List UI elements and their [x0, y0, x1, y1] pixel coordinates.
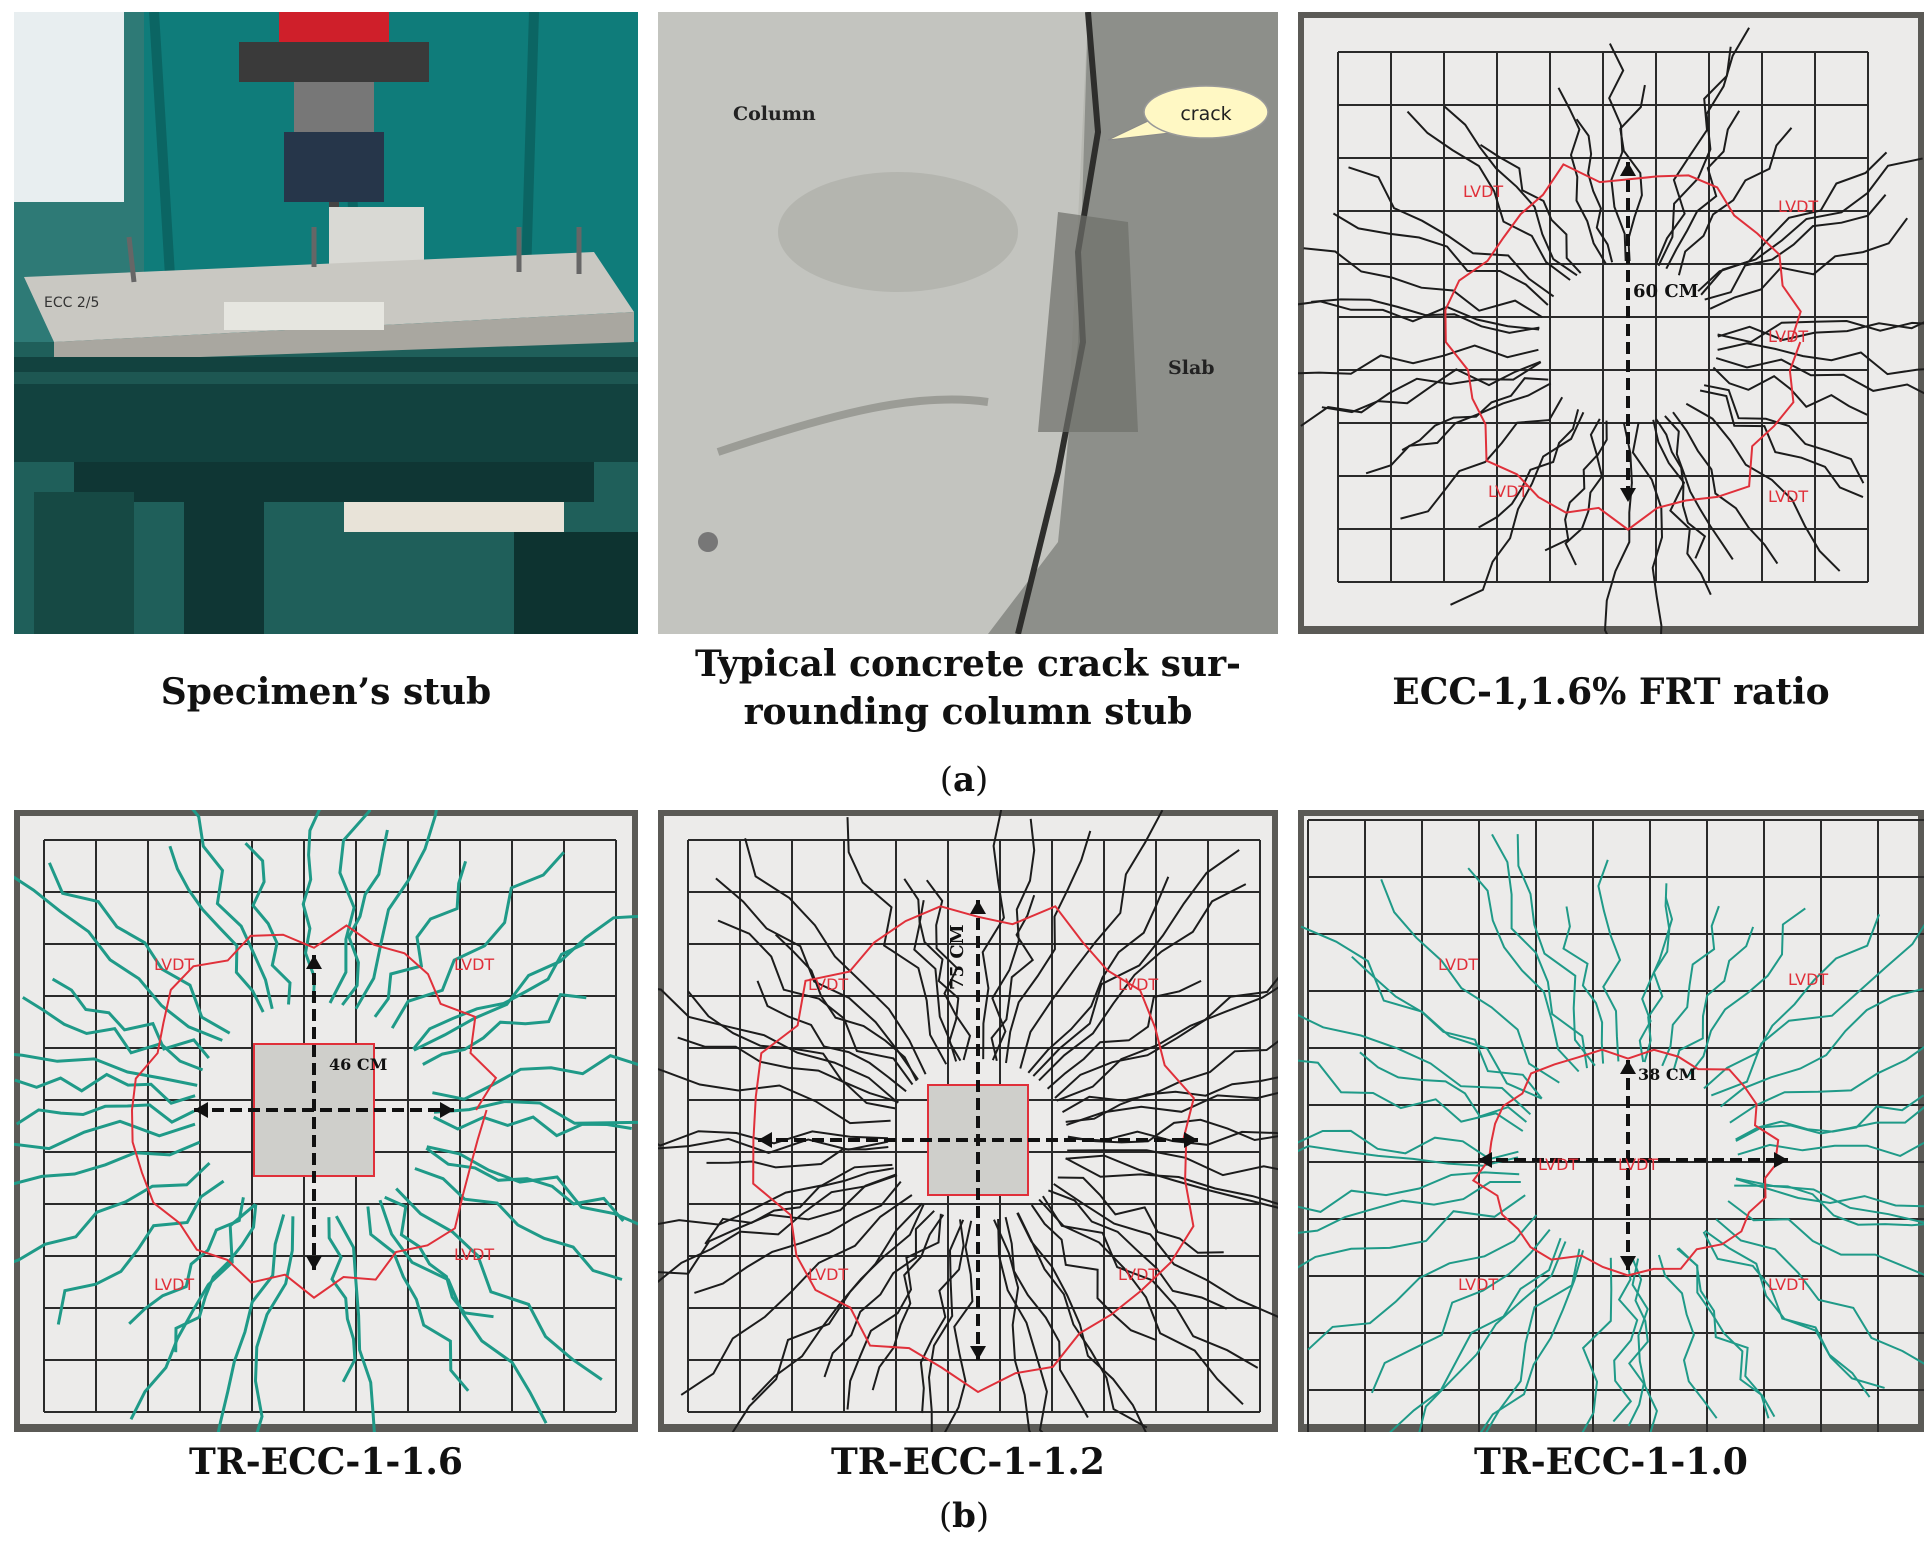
- lvdt-marker: LVDT: [1788, 970, 1828, 989]
- photo-ecc-crack-map: 60 CM LVDT LVDT LVDT LVDT LVDT: [1298, 12, 1924, 634]
- lvdt-marker: LVDT: [1768, 1275, 1808, 1294]
- column-label: Column: [733, 103, 816, 125]
- photo-tr-ecc-1-1-2: 75 CM LVDT LVDT LVDT LVDT: [658, 810, 1278, 1432]
- dimension-label: 46 CM: [329, 1055, 387, 1074]
- photo-concrete-crack: Column Slab crack: [658, 12, 1278, 634]
- slab-label: Slab: [1168, 357, 1215, 379]
- lvdt-marker: LVDT: [1463, 182, 1503, 201]
- caption-specimen-stub: Specimen’s stub: [160, 671, 492, 713]
- lvdt-marker: LVDT: [454, 1245, 494, 1264]
- dimension-label: 75 CM: [947, 924, 968, 990]
- lvdt-marker: LVDT: [454, 955, 494, 974]
- lvdt-marker: LVDT: [1458, 1275, 1498, 1294]
- lvdt-marker: LVDT: [808, 1265, 848, 1284]
- photo-tr-ecc-1-1-6: 46 CM LVDT LVDT LVDT LVDT: [14, 810, 638, 1432]
- lvdt-marker: LVDT: [1118, 975, 1158, 994]
- caption-concrete-crack: Typical concrete crack sur- rounding col…: [658, 640, 1278, 736]
- lvdt-marker: LVDT: [1778, 197, 1818, 216]
- caption-tr-ecc-1-1-6: TR-ECC-1-1.6: [189, 1441, 463, 1483]
- lvdt-marker: LVDT: [1618, 1155, 1658, 1174]
- lvdt-marker: LVDT: [1488, 482, 1528, 501]
- photo-specimen-stub: ECC 2/5: [14, 12, 638, 634]
- caption-concrete-crack-line1: Typical concrete crack sur-: [695, 643, 1241, 685]
- lvdt-marker: LVDT: [1768, 327, 1808, 346]
- slab-stamp-text: ECC 2/5: [44, 295, 99, 311]
- lvdt-marker: LVDT: [1118, 1265, 1158, 1284]
- lvdt-marker: LVDT: [1768, 487, 1808, 506]
- dimension-label: 38 CM: [1638, 1065, 1696, 1084]
- dimension-label: 60 CM: [1633, 281, 1699, 302]
- sublabel-b: (b): [938, 1496, 990, 1536]
- lvdt-marker: LVDT: [1538, 1155, 1578, 1174]
- sublabel-a: (a): [939, 760, 989, 800]
- lvdt-marker: LVDT: [1438, 955, 1478, 974]
- crack-callout-text: crack: [1180, 103, 1231, 125]
- photo-tr-ecc-1-1-0: 38 CM LVDT LVDT LVDT LVDT LVDT LVDT: [1298, 810, 1924, 1432]
- caption-ecc-crack-map: ECC-1,1.6% FRT ratio: [1392, 671, 1830, 713]
- lvdt-marker: LVDT: [808, 975, 848, 994]
- lvdt-marker: LVDT: [154, 1275, 194, 1294]
- caption-tr-ecc-1-1-0: TR-ECC-1-1.0: [1474, 1441, 1748, 1483]
- caption-tr-ecc-1-1-2: TR-ECC-1-1.2: [831, 1441, 1105, 1483]
- caption-concrete-crack-line2: rounding column stub: [743, 691, 1193, 733]
- lvdt-marker: LVDT: [154, 955, 194, 974]
